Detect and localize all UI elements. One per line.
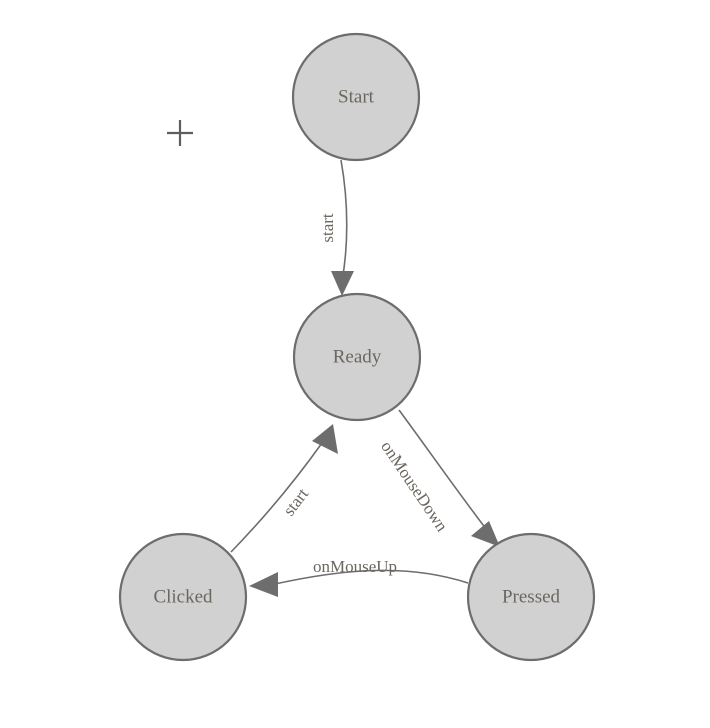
edge-pressed-to-clicked[interactable]: onMouseUp bbox=[249, 557, 469, 597]
node-ready-circle[interactable] bbox=[292, 292, 422, 422]
edge-clicked-to-ready-path bbox=[230, 442, 323, 553]
node-pressed[interactable]: Pressed bbox=[466, 532, 596, 662]
edge-clicked-to-ready[interactable]: start bbox=[230, 424, 338, 553]
edge-start-to-ready-label-group: start bbox=[318, 213, 337, 243]
edge-pressed-to-clicked-path bbox=[274, 569, 469, 585]
node-start[interactable]: Start bbox=[291, 32, 421, 162]
edge-pressed-to-clicked-arrowhead bbox=[249, 572, 278, 597]
edge-ready-to-pressed-arrowhead bbox=[471, 521, 500, 547]
edge-label-clicked-to-ready: start bbox=[279, 484, 312, 519]
node-start-circle[interactable] bbox=[291, 32, 421, 162]
edge-start-to-ready-path bbox=[340, 159, 348, 282]
node-ready[interactable]: Ready bbox=[292, 292, 422, 422]
edge-ready-to-pressed-path bbox=[398, 409, 491, 535]
edge-start-to-ready[interactable]: start bbox=[318, 159, 354, 296]
edge-label-ready-to-pressed: onMouseDown bbox=[377, 437, 452, 535]
edge-start-to-ready-arrowhead bbox=[331, 271, 354, 296]
edge-clicked-to-ready-label-group: start bbox=[279, 484, 312, 519]
edge-ready-to-pressed-label-group: onMouseDown bbox=[377, 437, 452, 535]
edge-clicked-to-ready-arrowhead bbox=[312, 424, 338, 454]
edge-ready-to-pressed[interactable]: onMouseDown bbox=[377, 409, 500, 547]
node-pressed-circle[interactable] bbox=[466, 532, 596, 662]
node-clicked[interactable]: Clicked bbox=[118, 532, 248, 662]
node-clicked-circle[interactable] bbox=[118, 532, 248, 662]
edge-label-pressed-to-clicked: onMouseUp bbox=[313, 557, 397, 576]
plus-marker[interactable] bbox=[167, 120, 193, 146]
edge-label-start-to-ready: start bbox=[318, 213, 337, 243]
